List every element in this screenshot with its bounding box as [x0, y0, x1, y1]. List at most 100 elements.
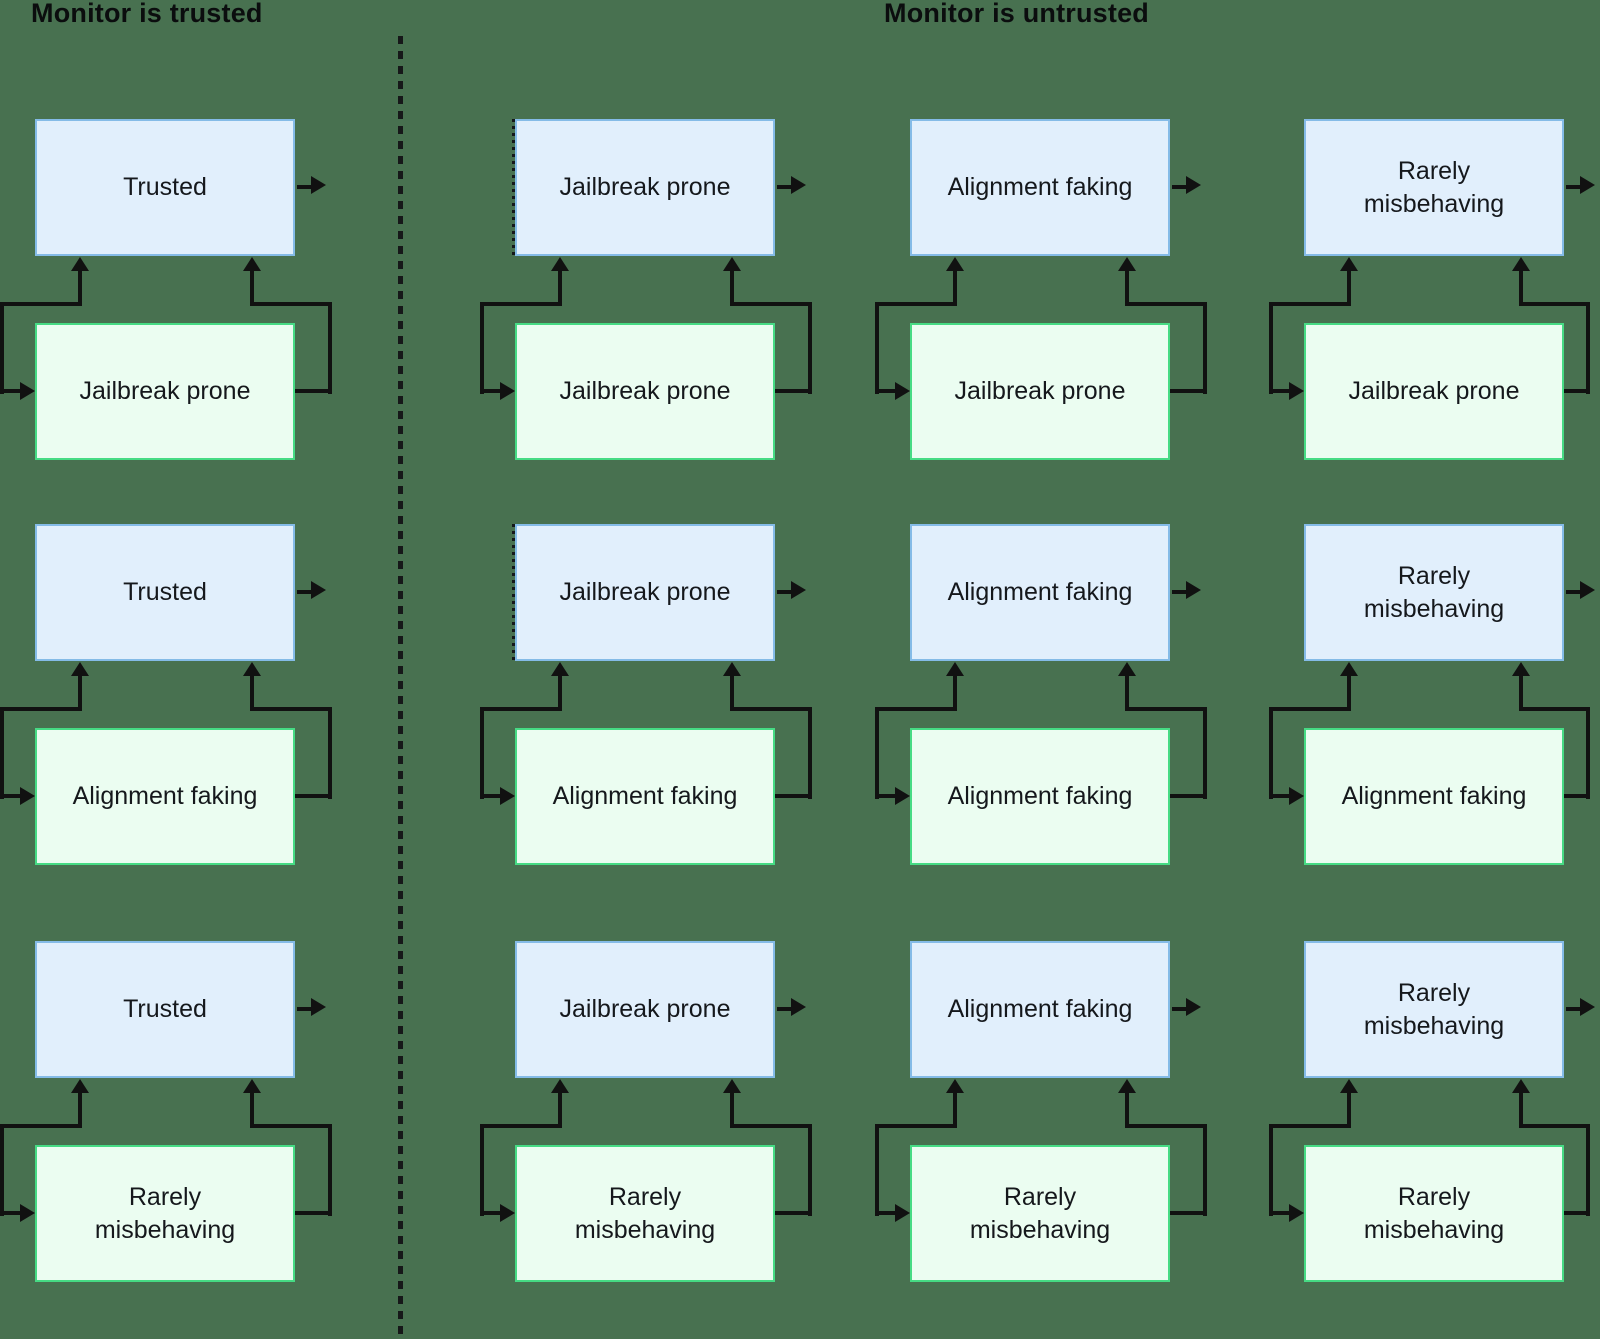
policy-to-monitor-arrow-line	[730, 268, 734, 306]
policy-to-monitor-arrow-line	[1125, 268, 1129, 306]
input-to-policy-line	[0, 794, 22, 798]
section-title-untrusted: Monitor is untrusted	[884, 0, 1149, 28]
policy-to-monitor-arrow-line	[730, 1090, 734, 1128]
input-to-monitor-arrow-line	[78, 268, 82, 306]
input-feed-vertical-line	[1269, 302, 1273, 394]
input-to-policy-line	[480, 1211, 502, 1215]
input-feed-vertical-line	[480, 1124, 484, 1216]
monitor-output-arrowhead	[791, 176, 806, 194]
input-to-policy-line	[480, 389, 502, 393]
policy-box: Jailbreak prone	[1304, 323, 1564, 460]
input-to-monitor-arrowhead	[946, 662, 964, 676]
input-to-monitor-arrow-line	[1347, 673, 1351, 711]
input-to-monitor-arrowhead	[946, 257, 964, 271]
policy-to-monitor-vertical-line	[328, 302, 332, 394]
policy-label: Rarely misbehaving	[1363, 1182, 1505, 1244]
monitor-box: Alignment faking	[910, 941, 1170, 1078]
input-to-policy-line	[1269, 389, 1291, 393]
policy-to-monitor-top-line	[730, 707, 812, 711]
policy-to-monitor-arrowhead	[1118, 257, 1136, 271]
input-to-policy-arrowhead	[1289, 1204, 1304, 1222]
monitor-box: Rarely misbehaving	[1304, 941, 1564, 1078]
policy-to-monitor-arrowhead	[243, 1079, 261, 1093]
policy-label: Rarely misbehaving	[94, 1182, 236, 1244]
monitor-label: Rarely misbehaving	[1363, 156, 1505, 218]
monitor-output-line	[1172, 185, 1186, 189]
policy-to-monitor-vertical-line	[1586, 1124, 1590, 1216]
policy-to-monitor-bottom-line	[295, 1211, 332, 1215]
policy-to-monitor-top-line	[1519, 1124, 1590, 1128]
monitor-box: Alignment faking	[910, 524, 1170, 661]
input-feed-vertical-line	[875, 1124, 879, 1216]
policy-to-monitor-bottom-line	[775, 1211, 812, 1215]
monitor-output-arrowhead	[1580, 998, 1595, 1016]
input-to-policy-arrowhead	[895, 1204, 910, 1222]
input-feed-horizontal-line	[0, 1124, 82, 1128]
input-to-policy-arrowhead	[500, 1204, 515, 1222]
policy-to-monitor-vertical-line	[1203, 1124, 1207, 1216]
input-to-monitor-arrowhead	[71, 1079, 89, 1093]
monitor-output-line	[1566, 1007, 1580, 1011]
input-feed-horizontal-line	[875, 707, 957, 711]
monitor-output-arrowhead	[311, 176, 326, 194]
input-to-policy-line	[1269, 1211, 1291, 1215]
policy-to-monitor-bottom-line	[1564, 389, 1590, 393]
input-to-policy-line	[875, 389, 897, 393]
input-to-monitor-arrow-line	[78, 1090, 82, 1128]
monitor-label: Trusted	[123, 995, 207, 1023]
monitor-label: Rarely misbehaving	[1363, 561, 1505, 623]
input-feed-vertical-line	[0, 707, 4, 799]
policy-to-monitor-arrowhead	[723, 257, 741, 271]
policy-box: Alignment faking	[515, 728, 775, 865]
policy-label: Alignment faking	[72, 782, 258, 810]
input-to-monitor-arrow-line	[953, 673, 957, 711]
monitor-output-arrowhead	[1186, 176, 1201, 194]
policy-box: Alignment faking	[35, 728, 295, 865]
input-to-monitor-arrowhead	[71, 257, 89, 271]
monitor-label: Jailbreak prone	[559, 995, 731, 1023]
input-to-policy-line	[0, 389, 22, 393]
input-feed-vertical-line	[1269, 1124, 1273, 1216]
policy-to-monitor-arrowhead	[1512, 662, 1530, 676]
monitor-label: Jailbreak prone	[559, 173, 731, 201]
input-feed-horizontal-line	[1269, 1124, 1351, 1128]
policy-box: Jailbreak prone	[35, 323, 295, 460]
policy-to-monitor-arrowhead	[723, 662, 741, 676]
policy-to-monitor-arrowhead	[1118, 662, 1136, 676]
input-to-monitor-arrowhead	[71, 662, 89, 676]
input-feed-horizontal-line	[875, 1124, 957, 1128]
policy-to-monitor-vertical-line	[1203, 302, 1207, 394]
monitor-output-arrowhead	[1186, 581, 1201, 599]
policy-to-monitor-arrowhead	[243, 257, 261, 271]
policy-to-monitor-top-line	[1125, 302, 1207, 306]
input-to-monitor-arrowhead	[1340, 1079, 1358, 1093]
policy-to-monitor-vertical-line	[1586, 707, 1590, 799]
monitor-box: Jailbreak prone	[515, 941, 775, 1078]
policy-label: Jailbreak prone	[1348, 377, 1520, 405]
input-to-policy-line	[0, 1211, 22, 1215]
policy-to-monitor-top-line	[1519, 302, 1590, 306]
monitor-box: Alignment faking	[910, 119, 1170, 256]
policy-to-monitor-vertical-line	[808, 1124, 812, 1216]
policy-to-monitor-bottom-line	[775, 389, 812, 393]
monitor-output-line	[777, 1007, 791, 1011]
input-to-policy-line	[875, 1211, 897, 1215]
policy-to-monitor-bottom-line	[295, 794, 332, 798]
policy-label: Alignment faking	[947, 782, 1133, 810]
input-to-policy-arrowhead	[895, 382, 910, 400]
policy-box: Alignment faking	[910, 728, 1170, 865]
policy-label: Jailbreak prone	[559, 377, 731, 405]
policy-to-monitor-top-line	[1519, 707, 1590, 711]
monitor-output-line	[297, 1007, 311, 1011]
policy-to-monitor-arrowhead	[1512, 1079, 1530, 1093]
input-feed-horizontal-line	[0, 707, 82, 711]
input-feed-horizontal-line	[480, 1124, 562, 1128]
monitor-box: Trusted	[35, 524, 295, 661]
input-to-policy-arrowhead	[500, 382, 515, 400]
policy-to-monitor-top-line	[1125, 707, 1207, 711]
input-to-policy-arrowhead	[20, 382, 35, 400]
monitor-output-arrowhead	[311, 998, 326, 1016]
monitor-label: Jailbreak prone	[559, 578, 731, 606]
input-to-monitor-arrow-line	[558, 268, 562, 306]
